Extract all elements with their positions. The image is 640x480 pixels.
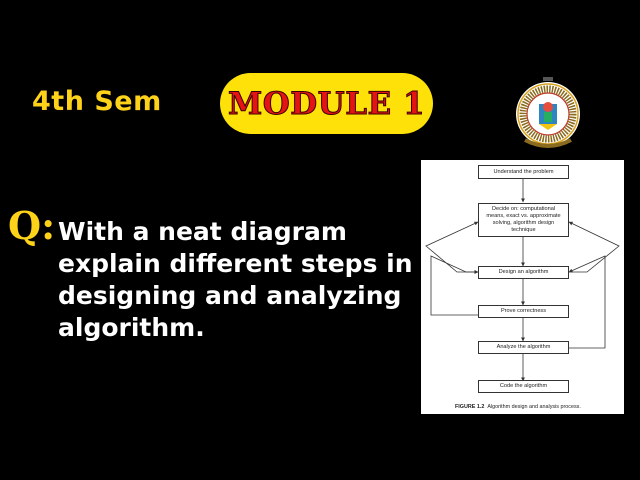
flowchart-connectors: [425, 179, 620, 382]
semester-label: 4th Sem: [32, 86, 162, 117]
step-design-algorithm: Design an algorithm: [478, 266, 569, 279]
step-code-algorithm: Code the algorithm: [478, 380, 569, 393]
step-prove-correctness: Prove correctness: [478, 305, 569, 318]
figure-caption-text: Algorithm design and analysis process.: [487, 404, 581, 410]
step-analyze-algorithm: Analyze the algorithm: [478, 341, 569, 354]
question-text: With a neat diagram explain different st…: [58, 217, 413, 342]
step-decide-on: Decide on: computational means, exact vs…: [478, 203, 569, 237]
question-label: Q:: [8, 203, 56, 248]
module-badge: MODULE 1: [220, 73, 433, 134]
step-understand-problem: Understand the problem: [478, 165, 569, 179]
figure-caption-label: FIGURE 1.2: [455, 404, 485, 410]
university-emblem-icon: [515, 74, 581, 160]
module-label: MODULE 1: [227, 85, 426, 122]
flowchart-panel: Understand the problem Decide on: comput…: [421, 160, 624, 414]
